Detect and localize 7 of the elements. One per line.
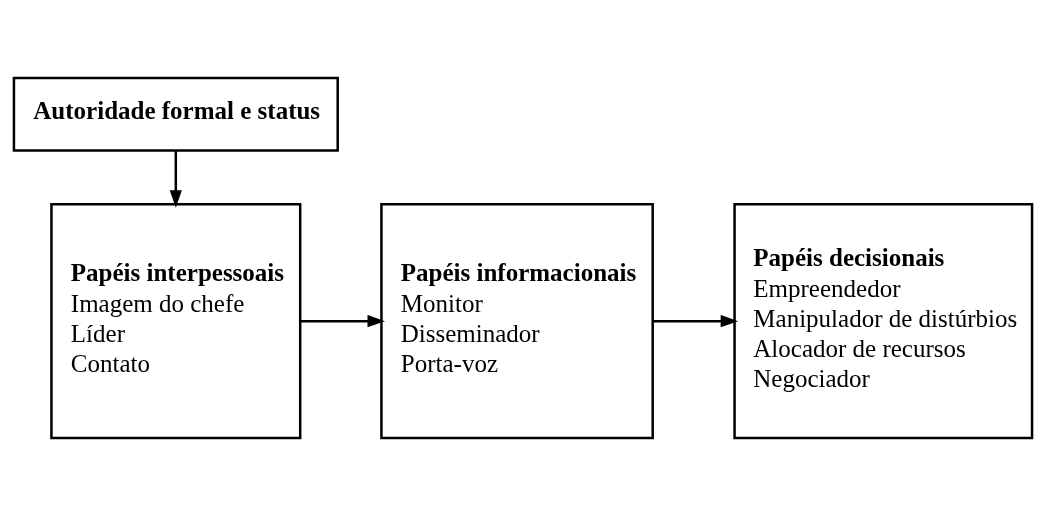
node-box: Papéis interpessoais Imagem do chefe Líder Contato bbox=[50, 203, 302, 440]
node-box: Papéis decisionais Empreendedor Manipulador de distúrbios Alocador de recursos Negociador bbox=[733, 203, 1034, 440]
arrow bbox=[169, 150, 182, 208]
arrow bbox=[653, 315, 739, 328]
node-box: Autoridade formal e status bbox=[12, 76, 339, 152]
node-box: Papéis informacionais Monitor Disseminador Porta-voz bbox=[380, 203, 654, 440]
arrow bbox=[300, 315, 386, 328]
